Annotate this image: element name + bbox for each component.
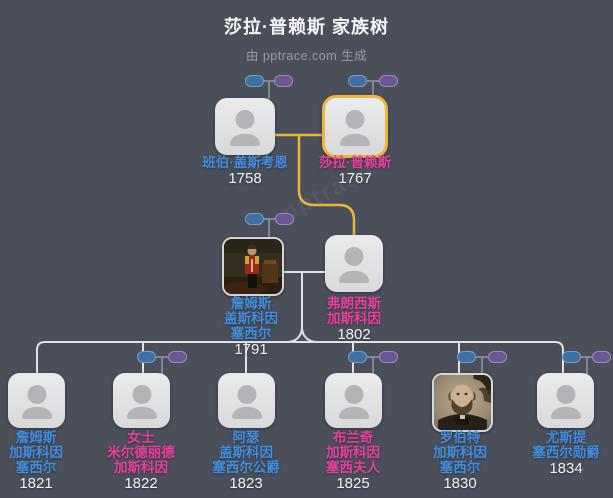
person-label-frances: 弗朗西斯 加斯科因 1802 — [289, 296, 419, 343]
collapsed-spouse-node[interactable] — [562, 351, 581, 363]
person-name: 塞西尔 — [15, 460, 57, 475]
collapsed-spouse-node[interactable] — [168, 351, 187, 363]
person-label-mildred: 女士 米尔德丽德 加斯科因 1822 — [76, 430, 206, 492]
person-name: 罗伯特 — [439, 430, 481, 445]
collapsed-mother-node[interactable] — [274, 75, 293, 87]
person-label-blanche: 布兰奇 加斯科因 塞西夫人 1825 — [288, 430, 418, 492]
person-label-eustace: 尤斯提 塞西尔勋爵 1834 — [501, 430, 613, 477]
person-photo-portrait — [434, 375, 491, 430]
person-year: 1791 — [234, 341, 268, 358]
person-year: 1802 — [337, 326, 371, 343]
person-name: 女士 — [127, 430, 155, 445]
person-name: 盖斯科因 — [219, 445, 273, 460]
person-name: 盖斯科因 — [224, 311, 278, 326]
person-year: 1830 — [443, 475, 477, 492]
person-name: 詹姆斯 — [15, 430, 57, 445]
person-label-james-sr: 詹姆斯 盖斯科因 塞西尔 1791 — [186, 296, 316, 358]
person-photo-painting — [224, 239, 282, 294]
person-name: 塞西尔 — [230, 326, 272, 341]
person-node-james-jr[interactable] — [8, 373, 65, 428]
person-label-arthur: 阿瑟 盖斯科因 塞西尔公爵 1823 — [181, 430, 311, 492]
person-label-robert: 罗伯特 加斯科因 塞西尔 1830 — [395, 430, 525, 492]
person-year: 1767 — [338, 170, 372, 187]
person-label-james-jr: 詹姆斯 加斯科因 塞西尔 1821 — [0, 430, 101, 492]
person-node-frances[interactable] — [325, 235, 383, 292]
person-node-eustace[interactable] — [537, 373, 594, 428]
person-year: 1825 — [336, 475, 370, 492]
collapsed-spouse-node[interactable] — [488, 351, 507, 363]
page-title: 莎拉·普赖斯 家族树 — [224, 17, 389, 37]
collapsed-father-node[interactable] — [245, 213, 264, 225]
collapsed-spouse-node[interactable] — [592, 351, 611, 363]
person-name: 尤斯提 — [545, 430, 587, 445]
person-name: 加斯科因 — [9, 445, 63, 460]
person-year: 1823 — [229, 475, 263, 492]
person-node-robert[interactable] — [432, 373, 493, 432]
collapsed-mother-node[interactable] — [275, 213, 294, 225]
collapsed-spouse-node[interactable] — [457, 351, 476, 363]
person-name: 塞西夫人 — [326, 460, 380, 475]
person-name: 米尔德丽德 — [107, 445, 175, 460]
person-node-james-sr[interactable] — [222, 237, 284, 296]
generator-credit: 由 pptrace.com 生成 — [245, 49, 368, 63]
person-name: 弗朗西斯 — [327, 296, 381, 311]
person-year: 1821 — [19, 475, 53, 492]
person-name: 塞西尔勋爵 — [532, 445, 600, 460]
collapsed-mother-node[interactable] — [379, 75, 398, 87]
person-name: 詹姆斯 — [230, 296, 272, 311]
person-label-bamber: 班伯·盖斯考恩 1758 — [180, 155, 310, 187]
person-name: 班伯·盖斯考恩 — [202, 155, 288, 170]
person-name: 塞西尔公爵 — [212, 460, 280, 475]
person-name: 加斯科因 — [326, 445, 380, 460]
person-year: 1758 — [228, 170, 262, 187]
person-node-mildred[interactable] — [113, 373, 170, 428]
person-name: 加斯科因 — [114, 460, 168, 475]
person-name: 阿瑟 — [232, 430, 260, 445]
person-name: 布兰奇 — [332, 430, 374, 445]
collapsed-father-node[interactable] — [245, 75, 264, 87]
person-node-sarah-highlighted[interactable] — [322, 95, 388, 158]
collapsed-father-node[interactable] — [348, 75, 367, 87]
person-label-sarah: 莎拉·普赖斯 1767 — [290, 155, 420, 187]
person-node-bamber[interactable] — [215, 98, 275, 155]
person-year: 1822 — [124, 475, 158, 492]
person-name: 莎拉·普赖斯 — [319, 155, 391, 170]
collapsed-spouse-node[interactable] — [379, 351, 398, 363]
person-node-arthur[interactable] — [218, 373, 275, 428]
person-name: 加斯科因 — [433, 445, 487, 460]
person-name: 加斯科因 — [327, 311, 381, 326]
person-node-blanche[interactable] — [325, 373, 382, 428]
collapsed-spouse-node[interactable] — [137, 351, 156, 363]
person-name: 塞西尔 — [439, 460, 481, 475]
collapsed-spouse-node[interactable] — [348, 351, 367, 363]
person-year: 1834 — [549, 460, 583, 477]
